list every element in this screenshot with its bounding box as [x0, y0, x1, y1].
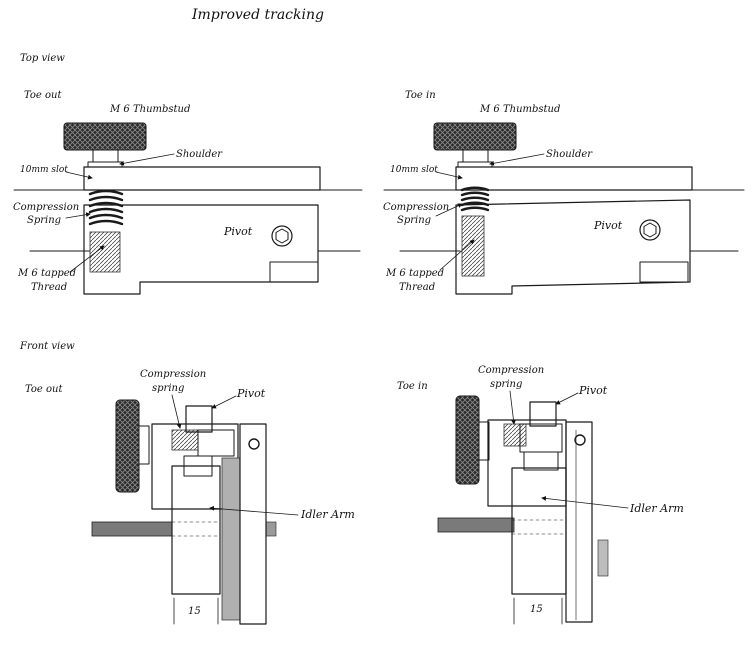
label-pivot: Pivot	[593, 219, 623, 232]
top-view-left-diagram: Toe out M 6 Thumbstud Shoulder 10mm slot…	[13, 90, 363, 295]
label-spring-line1: Compression	[13, 202, 79, 213]
mode-label: Toe in	[397, 381, 428, 392]
dimension-label: 15	[188, 606, 201, 617]
label-thumbstud: M 6 Thumbstud	[479, 104, 560, 115]
label-pivot: Pivot	[223, 225, 253, 238]
label-shoulder: Shoulder	[176, 149, 223, 160]
pivot-bolt-icon	[639, 219, 661, 241]
label-pivot: Pivot	[578, 384, 608, 397]
section-top-view: Top view	[20, 53, 65, 64]
compression-spring	[460, 186, 490, 212]
label-pivot: Pivot	[236, 387, 266, 400]
idler-arm	[511, 467, 567, 595]
front-view-left-diagram: Toe out 15 Compression spring Pivot	[25, 369, 355, 625]
label-shoulder: Shoulder	[546, 149, 593, 160]
dimension-label: 15	[530, 604, 543, 615]
front-view-right-diagram: Toe in 15 Compression spring Pivot Idler…	[397, 365, 684, 625]
bolt-icon	[248, 438, 260, 450]
label-spring-line2: Spring	[397, 215, 431, 226]
section-front-view: Front view	[19, 341, 75, 352]
mode-label: Toe in	[405, 90, 436, 101]
label-spring-line1: Compression	[383, 202, 449, 213]
compression-spring	[88, 189, 124, 226]
label-thread-line1: M 6 tapped	[385, 268, 444, 279]
label-thread-line2: Thread	[399, 282, 435, 293]
label-spring-line2: Spring	[27, 215, 61, 226]
label-thread-line1: M 6 tapped	[17, 268, 76, 279]
thumbstud-knob	[433, 122, 517, 151]
label-spring-line2: spring	[152, 383, 184, 394]
label-slot: 10mm slot	[390, 165, 438, 175]
page-title: Improved tracking	[191, 7, 324, 23]
label-spring-line1: Compression	[140, 369, 206, 380]
thumbstud-knob	[115, 399, 140, 493]
label-slot: 10mm slot	[20, 165, 68, 175]
pivot-bolt-icon	[271, 225, 293, 247]
thumbstud-knob	[455, 395, 480, 485]
label-thread-line2: Thread	[31, 282, 67, 293]
label-idler-arm: Idler Arm	[300, 508, 355, 521]
label-idler-arm: Idler Arm	[629, 502, 684, 515]
idler-arm	[171, 465, 221, 595]
label-spring-line1: Compression	[478, 365, 544, 376]
label-spring-line2: spring	[490, 379, 522, 390]
pivot-post	[185, 405, 213, 433]
mode-label: Toe out	[24, 90, 62, 101]
thumbstud-knob	[63, 122, 147, 151]
label-thumbstud: M 6 Thumbstud	[109, 104, 190, 115]
pivot-post	[529, 401, 557, 427]
mode-label: Toe out	[25, 384, 63, 395]
bolt-icon	[574, 434, 586, 446]
top-view-right-diagram: Toe in M 6 Thumbstud Shoulder 10mm slot …	[383, 90, 745, 295]
